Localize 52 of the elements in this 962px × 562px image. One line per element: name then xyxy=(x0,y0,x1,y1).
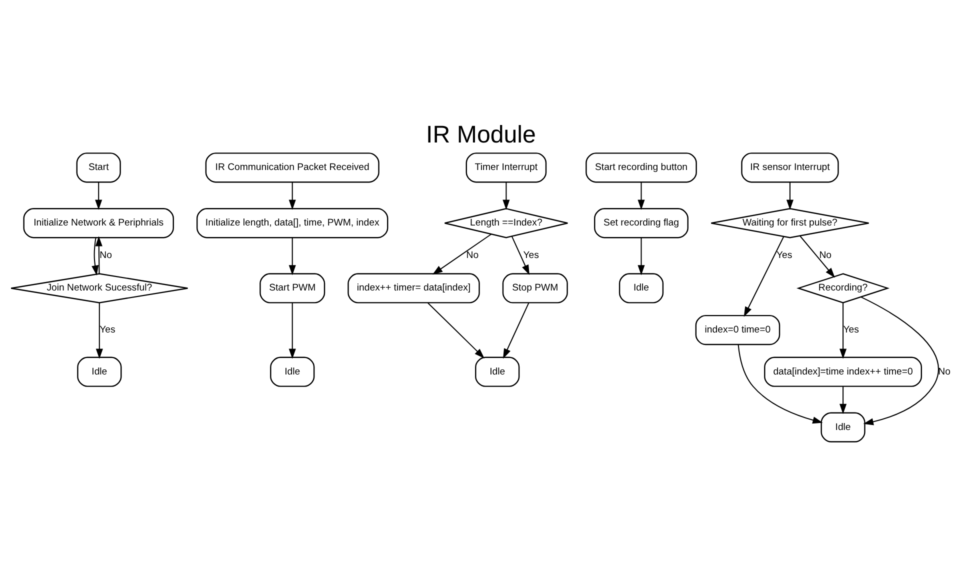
edge-label: No xyxy=(938,366,950,378)
node-box: Idle xyxy=(475,356,520,387)
edge-label: Yes xyxy=(776,250,792,262)
arrow xyxy=(288,238,296,276)
node-box: Initialize Network & Periphrials xyxy=(23,208,174,238)
diagram-title: IR Module xyxy=(426,122,536,149)
arrow xyxy=(428,302,484,358)
node-box: Set recording flag xyxy=(594,208,688,238)
arrow xyxy=(786,182,794,210)
edge-label: No xyxy=(466,250,479,262)
node-box: Idle xyxy=(618,273,664,304)
node-diamond: Length ==Index? xyxy=(444,208,568,238)
node-box: Idle xyxy=(77,356,122,387)
node-diamond: Waiting for first pulse? xyxy=(710,208,870,238)
node-box: Start PWM xyxy=(260,273,326,304)
arrow xyxy=(96,302,103,359)
node-diamond: Recording? xyxy=(796,273,890,304)
arrow xyxy=(502,182,510,210)
arrow xyxy=(860,296,939,426)
node-box: Idle xyxy=(270,356,315,387)
arrow xyxy=(638,182,645,210)
arrow xyxy=(95,182,102,210)
edge-label: No xyxy=(100,250,112,262)
edge-label: No xyxy=(819,250,832,262)
node-box: data[index]=time index++ time=0 xyxy=(764,356,922,387)
node-box: Stop PWM xyxy=(502,273,568,304)
node-box: index=0 time=0 xyxy=(695,314,780,346)
node-box: Start xyxy=(76,152,121,183)
arrow xyxy=(503,302,530,359)
node-box: IR Communication Packet Received xyxy=(205,152,380,183)
node-box: Start recording button xyxy=(586,152,697,183)
arrow xyxy=(638,238,645,276)
arrow xyxy=(738,344,823,424)
arrow xyxy=(95,236,102,274)
edge-label: Yes xyxy=(100,324,116,336)
edge-label: Yes xyxy=(523,250,539,262)
node-box: Idle xyxy=(820,412,866,442)
node-box: index++ timer= data[index] xyxy=(348,273,480,304)
arrow xyxy=(800,236,835,278)
arrow xyxy=(432,234,492,275)
arrow xyxy=(288,302,296,359)
node-box: Timer Interrupt xyxy=(466,152,547,183)
arrow xyxy=(288,182,296,210)
node-box: Initialize length, data[], time, PWM, index xyxy=(196,208,388,238)
node-diamond: Join Network Sucessful? xyxy=(10,273,188,304)
edge-label: Yes xyxy=(843,324,859,336)
arrow xyxy=(839,302,847,359)
arrow xyxy=(744,236,784,317)
arrow xyxy=(511,236,530,276)
arrow xyxy=(839,386,847,414)
node-box: IR sensor Interrupt xyxy=(741,152,839,183)
arrow xyxy=(92,238,99,276)
